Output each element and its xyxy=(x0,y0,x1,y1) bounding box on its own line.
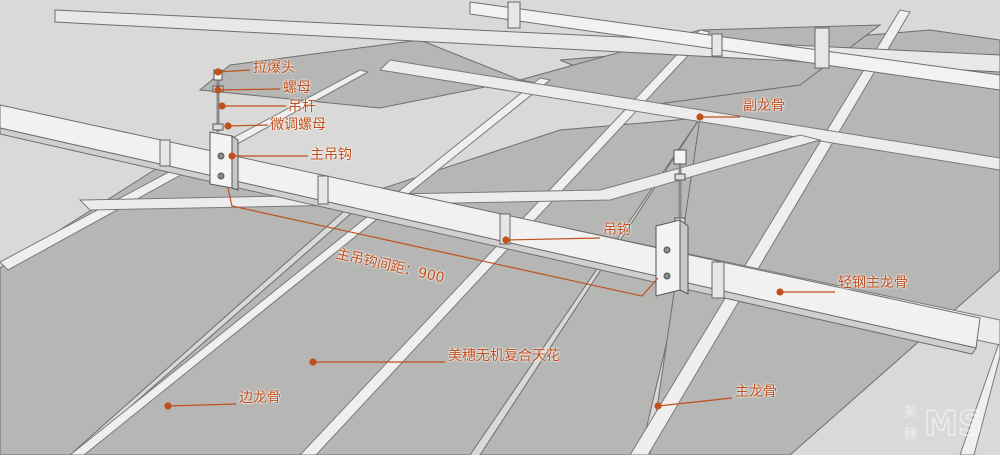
light-steel-main-keel xyxy=(0,104,981,355)
right-hanger-assembly xyxy=(655,149,689,297)
label-expansion-bolt: 拉爆头 xyxy=(253,60,295,76)
label-adjust-nut: 微调螺母 xyxy=(270,117,326,133)
ms-logo-icon: MS xyxy=(923,403,983,445)
label-light-steel-main-keel: 轻钢主龙骨 xyxy=(838,275,908,291)
label-edge-keel: 边龙骨 xyxy=(239,390,281,406)
label-hook: 吊钩 xyxy=(603,222,631,238)
left-hanger-assembly xyxy=(209,69,239,191)
leader-lines xyxy=(164,68,835,410)
label-secondary-keel: 副龙骨 xyxy=(743,98,785,114)
label-ceiling-panel: 美穗无机复合天花 xyxy=(448,348,560,364)
brand-watermark: 美 穗 MS xyxy=(904,399,990,449)
label-hanger-rod: 吊杆 xyxy=(288,99,316,115)
label-main-keel: 主龙骨 xyxy=(735,384,777,400)
back-main-keel xyxy=(469,1,1000,91)
label-nut: 螺母 xyxy=(283,80,311,96)
label-main-hook: 主吊钩 xyxy=(310,147,352,163)
svg-text:MS: MS xyxy=(924,404,982,444)
